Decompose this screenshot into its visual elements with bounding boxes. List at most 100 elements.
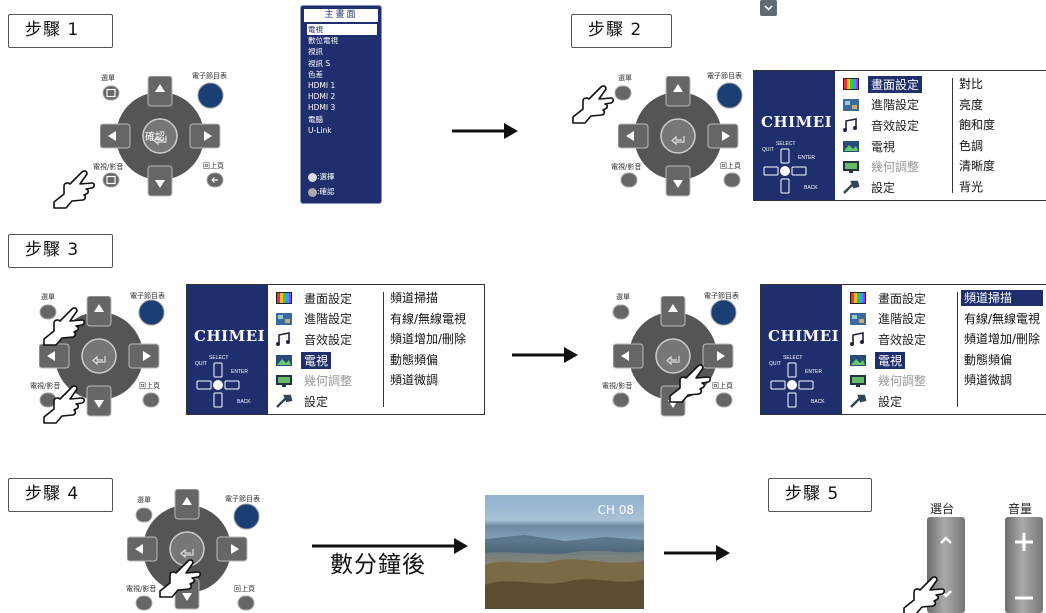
osd-item-label: 進階設定 (304, 312, 353, 327)
osd-sub-item[interactable]: 動態頻偏 (964, 352, 1013, 367)
tv-screen-image: CH 08 (485, 495, 644, 609)
osd-item[interactable]: 進階設定 (275, 309, 355, 330)
epg-button-step3a[interactable] (138, 299, 165, 326)
back-button[interactable] (206, 172, 224, 188)
osd-sub-item[interactable]: 頻道微調 (964, 373, 1013, 388)
osd-item[interactable]: 進階設定 (849, 309, 929, 330)
svg-text:ENTER: ENTER (805, 369, 822, 375)
epg-button[interactable] (197, 82, 224, 109)
advanced-icon (842, 98, 860, 112)
source-button-step2[interactable] (620, 172, 638, 188)
wrench-icon (842, 180, 860, 195)
picture-icon (275, 291, 293, 305)
source-button-step3b[interactable] (612, 392, 630, 408)
epg-button-step3b[interactable] (710, 299, 737, 326)
osd-item[interactable]: 音效設定 (849, 329, 929, 350)
menu-button[interactable] (102, 85, 120, 101)
osd-sub-item[interactable]: 頻道掃描 (961, 290, 1044, 306)
epg-button-step2[interactable] (716, 82, 743, 109)
menu-button-step2[interactable] (614, 85, 632, 101)
menu-button-step3b[interactable] (612, 304, 630, 320)
main-menu-item[interactable]: 視訊 S (308, 58, 331, 68)
svg-text:QUIT: QUIT (195, 361, 207, 367)
epg-label: 電子節目表 (192, 72, 227, 80)
osd-item[interactable]: 畫面設定 (849, 288, 929, 309)
osd-item[interactable]: 幾何調整 (849, 370, 929, 391)
osd-sub-item[interactable]: 頻道掃描 (390, 291, 439, 305)
divider (383, 292, 384, 407)
osd-item[interactable]: 進階設定 (842, 95, 922, 116)
divider (957, 292, 958, 407)
back-label-step4: 回上頁 (234, 585, 255, 593)
osd-item[interactable]: 設定 (849, 391, 929, 412)
osd-sub-item[interactable]: 有線/無線電視 (390, 311, 467, 326)
osd-sub-item[interactable]: 預設值 (956, 198, 998, 200)
osd-item[interactable]: 畫面設定 (842, 74, 923, 95)
osd-item[interactable]: 幾何調整 (842, 156, 922, 177)
osd-item-label: 幾何調整 (871, 160, 920, 175)
osd-sub-item[interactable]: 亮度 (959, 97, 984, 112)
osd-sub-item[interactable]: 頻道增加/刪除 (964, 332, 1041, 347)
osd-item[interactable]: 電視 (849, 350, 929, 371)
epg-button-step4[interactable] (233, 503, 260, 530)
osd-item[interactable]: 電視 (275, 350, 355, 371)
osd-item-label: 電視 (301, 351, 332, 369)
osd-sub-item[interactable]: 清晰度 (959, 159, 996, 174)
hand-pointer-icon (159, 559, 202, 598)
chevron-down-icon[interactable] (760, 0, 777, 16)
picture-icon (842, 77, 860, 91)
osd-sub-item[interactable]: 色調 (959, 138, 984, 153)
footer-select: :選擇 (308, 171, 335, 182)
osd-item[interactable]: 畫面設定 (275, 288, 355, 309)
osd-item[interactable]: 音效設定 (275, 329, 355, 350)
volume-rocker[interactable] (1005, 517, 1043, 613)
menu-label: 選單 (101, 74, 115, 82)
osd-item[interactable]: 設定 (842, 177, 922, 198)
main-menu-item[interactable]: 色差 (308, 69, 323, 79)
tv-icon (842, 139, 860, 153)
back-button-step4[interactable] (237, 595, 255, 611)
geometry-icon (842, 160, 860, 174)
main-menu-item[interactable]: 電腦 (308, 114, 323, 124)
osd-sub-item[interactable]: 動態頻偏 (390, 352, 439, 367)
main-menu-item[interactable]: 數位電視 (308, 36, 338, 46)
osd-item[interactable]: 幾何調整 (275, 370, 355, 391)
svg-text:SELECT: SELECT (783, 355, 802, 361)
back-button-step3a[interactable] (142, 392, 160, 408)
source-button-step4[interactable] (135, 595, 153, 611)
osd-item[interactable]: 音效設定 (842, 115, 922, 136)
back-button-step3b[interactable] (715, 392, 733, 408)
osd-sub-item[interactable]: 頻道微調 (390, 373, 439, 388)
menu-button-step4[interactable] (135, 507, 153, 523)
main-menu-item[interactable]: 電視 (307, 24, 377, 36)
menu-button-step3a[interactable] (39, 304, 57, 320)
arrow-right-icon (512, 347, 578, 363)
main-menu-item[interactable]: HDMI 2 (308, 92, 336, 102)
osd-sub-item[interactable]: 飽和度 (959, 118, 996, 133)
geometry-icon (849, 374, 867, 388)
main-menu-item[interactable]: U-Link (308, 125, 332, 135)
osd-sub-item[interactable]: 有線/無線電視 (964, 311, 1041, 326)
hand-pointer-icon (572, 85, 615, 124)
main-menu-item[interactable]: HDMI 1 (308, 80, 336, 90)
brand-logo: CHIMEI (768, 327, 840, 345)
osd-sub-item[interactable]: 對比 (959, 77, 984, 91)
menu-label-step3b: 選單 (616, 293, 630, 301)
main-menu-item[interactable]: 視訊 (308, 47, 323, 57)
osd-item[interactable]: 電視 (842, 136, 922, 157)
source-button[interactable] (102, 172, 120, 188)
main-menu-item[interactable]: HDMI 3 (308, 103, 336, 113)
osd-sub-item[interactable]: 背光 (959, 179, 984, 194)
osd-item-label: 電視 (875, 351, 906, 369)
back-button-step2[interactable] (723, 172, 741, 188)
osd-item-label: 進階設定 (878, 312, 927, 327)
svg-text:BACK: BACK (804, 185, 818, 191)
osd-sub-item[interactable]: 頻道增加/刪除 (390, 332, 467, 347)
back-label-step3b: 回上頁 (712, 382, 733, 390)
hand-pointer-icon (43, 385, 86, 424)
advanced-icon (849, 312, 867, 326)
osd-item[interactable]: 設定 (275, 391, 355, 412)
